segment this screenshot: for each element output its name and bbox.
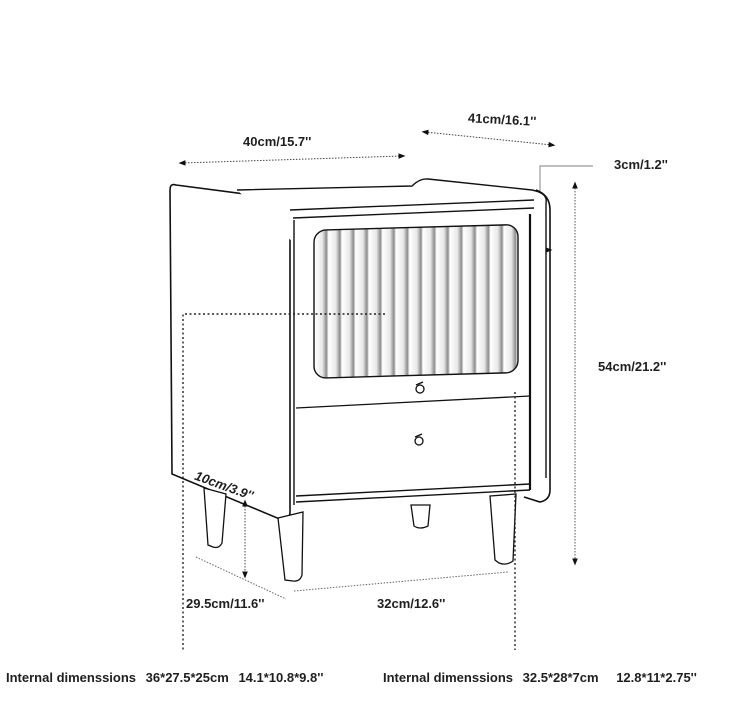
internal-dimensions-left: Internal dimenssions 36*27.5*25cm 14.1*1… <box>6 670 329 685</box>
internal-right-inch: 12.8*11*2.75'' <box>616 670 697 685</box>
thickness-label: 3cm/1.2'' <box>614 157 668 172</box>
internal-left-cm: 36*27.5*25cm <box>145 670 229 685</box>
leg-depth-label: 29.5cm/11.6'' <box>186 596 265 611</box>
internal-left-label: Internal dimenssions <box>6 670 137 685</box>
width-dimension-line <box>178 153 406 166</box>
internal-dimensions-right: Internal dimenssions 32.5*28*7cm 12.8*11… <box>383 670 703 685</box>
width-label: 40cm/15.7'' <box>243 134 312 149</box>
internal-right-label: Internal dimenssions <box>383 670 514 685</box>
right-edge <box>523 189 551 503</box>
fluted-glass-door <box>313 224 519 379</box>
internal-left-inch: 14.1*10.8*9.8'' <box>238 670 324 685</box>
leg-span-lines <box>195 556 509 600</box>
depth-dimension-line <box>421 129 556 148</box>
internal-right-cm: 32.5*28*7cm <box>522 670 599 685</box>
front-frame <box>293 220 531 505</box>
side-panel <box>169 183 291 521</box>
height-label: 54cm/21.2'' <box>598 359 667 374</box>
door-knob-icon <box>415 381 425 394</box>
leg-width-label: 32cm/12.6'' <box>377 596 446 611</box>
drawer <box>295 395 531 446</box>
legs <box>203 487 517 582</box>
